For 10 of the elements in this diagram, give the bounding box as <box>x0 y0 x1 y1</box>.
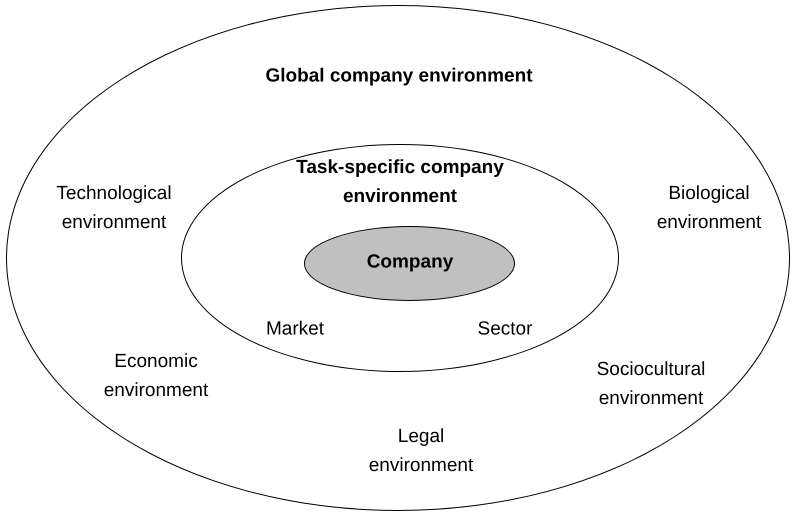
ring-label: Market <box>264 318 326 342</box>
ring-label: Biological environment <box>656 182 762 235</box>
heading: Company <box>366 250 454 274</box>
ring-label: Economic environment <box>102 350 210 403</box>
heading: Task-specific company environment <box>295 156 505 209</box>
ring-label: Technological environment <box>55 182 173 235</box>
ring-label: Legal environment <box>368 425 474 478</box>
ring-label: Sociocultural environment <box>596 358 706 411</box>
ring-label: Sector <box>476 318 534 342</box>
heading: Global company environment <box>264 64 534 88</box>
